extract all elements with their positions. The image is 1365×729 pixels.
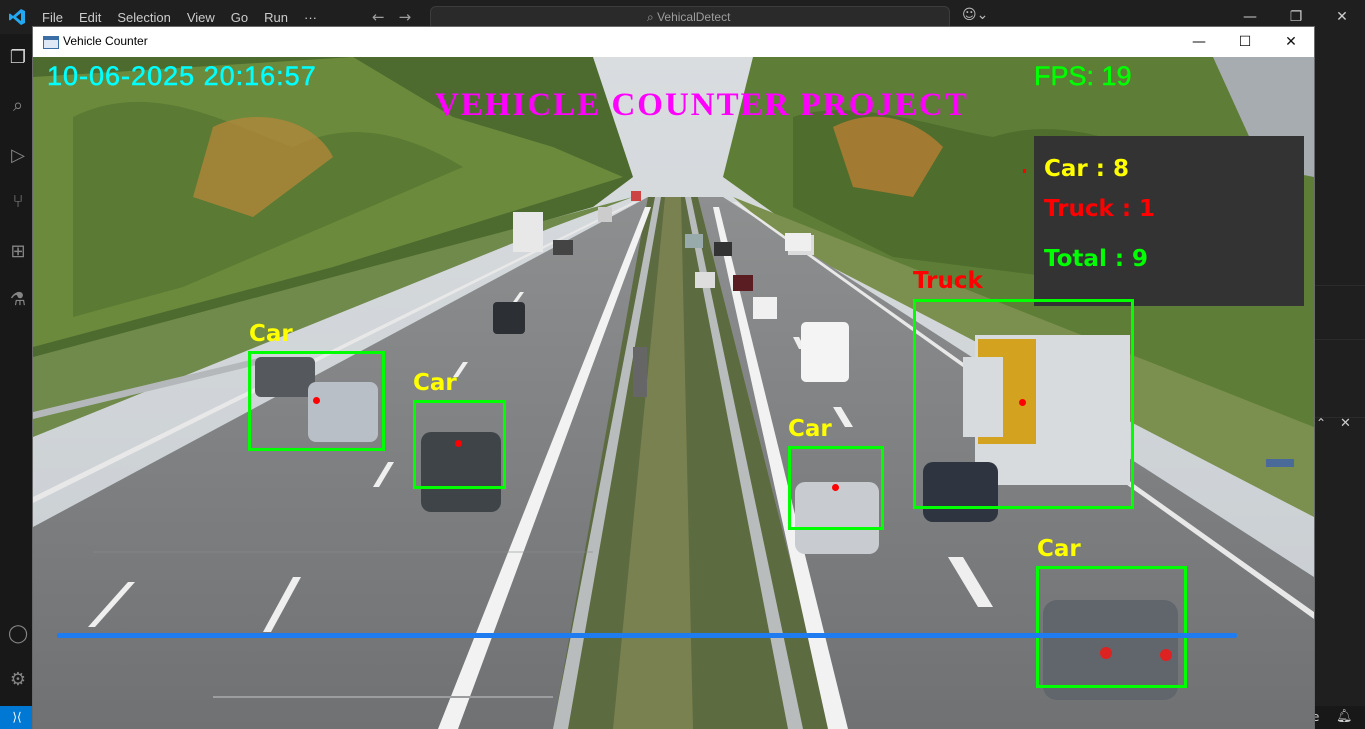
run-debug-icon[interactable]: ▷ [11, 145, 25, 166]
highway-scene [33, 57, 1314, 729]
video-frame: 10-06-2025 20:16:57 FPS: 19 VEHICLE COUN… [33, 57, 1314, 729]
detection-centroid [313, 397, 320, 404]
total-count: Total : 9 [1044, 246, 1149, 272]
history-nav: ←→ [372, 8, 425, 26]
menu-file[interactable]: File [42, 9, 63, 25]
detection-box [248, 351, 385, 451]
menu-bar: File Edit Selection View Go Run ··· [42, 0, 333, 34]
detection-centroid [832, 484, 839, 491]
detection-box [413, 400, 506, 489]
search-view-icon[interactable]: ⌕ [12, 95, 24, 116]
menu-edit[interactable]: Edit [78, 9, 102, 25]
truck-count: Truck : 1 [1044, 196, 1156, 222]
window-app-icon [43, 36, 59, 49]
detection-label: Car [249, 321, 293, 347]
detection-label: Truck [913, 268, 983, 294]
command-center-search[interactable]: ⌕ VehicalDetect [430, 6, 950, 30]
source-control-icon[interactable]: ⑂ [12, 191, 24, 212]
timestamp: 10-06-2025 20:16:57 [47, 61, 317, 92]
window-controls: — ☐ ✕ [1176, 27, 1314, 57]
back-arrow-icon[interactable]: ← [372, 8, 385, 26]
project-title: VEHICLE COUNTER PROJECT [435, 87, 969, 123]
detection-label: Car [413, 370, 457, 396]
vscode-window-controls: — ❐ ✕ [1227, 0, 1365, 34]
minimize-button[interactable]: — [1192, 34, 1206, 50]
detection-label: Car [788, 416, 832, 442]
search-text: VehicalDetect [657, 10, 731, 24]
panel-marker [1023, 169, 1026, 173]
status-text-fragment: e [1312, 710, 1320, 724]
fps-readout: FPS: 19 [1034, 61, 1132, 92]
explorer-icon[interactable]: ❐ [9, 47, 27, 68]
activity-bar: ❐ ⌕ ▷ ⑂ ⊞ ⚗ ◯ ⚙ [0, 34, 34, 706]
vscode-restore-button[interactable]: ❐ [1289, 9, 1303, 25]
menu-go[interactable]: Go [230, 9, 249, 25]
menu-run[interactable]: Run [264, 9, 288, 25]
panel-close-icon[interactable]: ✕ [1340, 416, 1351, 431]
testing-icon[interactable]: ⚗ [9, 289, 27, 310]
maximize-button[interactable]: ☐ [1238, 34, 1252, 50]
manage-gear-icon[interactable]: ⚙ [9, 669, 27, 690]
detection-box [788, 446, 884, 530]
remote-indicator-icon[interactable]: ⟩⟨ [0, 706, 34, 729]
window-title: Vehicle Counter [63, 34, 148, 48]
car-count: Car : 8 [1044, 156, 1129, 182]
search-icon: ⌕ [647, 10, 658, 24]
close-button[interactable]: ✕ [1285, 34, 1297, 50]
menu-more[interactable]: ··· [304, 9, 317, 25]
forward-arrow-icon[interactable]: → [398, 8, 412, 26]
notifications-bell-icon[interactable]: 🔔︎ [1336, 709, 1353, 724]
detection-label: Car [1037, 536, 1081, 562]
extensions-icon[interactable]: ⊞ [10, 241, 26, 262]
editor-edge: ⌃ ✕ [1314, 34, 1365, 706]
vehicle-counter-titlebar: Vehicle Counter — ☐ ✕ [33, 27, 1314, 57]
detection-centroid [1019, 399, 1026, 406]
counting-line [57, 633, 1237, 638]
menu-selection[interactable]: Selection [117, 9, 171, 25]
detection-box [1036, 566, 1187, 688]
detection-box [913, 299, 1134, 509]
vscode-close-button[interactable]: ✕ [1336, 9, 1348, 25]
copilot-icon[interactable]: ☺⌄ [962, 7, 989, 23]
accounts-icon[interactable]: ◯ [8, 623, 29, 644]
menu-view[interactable]: View [186, 9, 215, 25]
vscode-logo-icon [9, 9, 25, 25]
vehicle-counter-window: Vehicle Counter — ☐ ✕ [33, 27, 1314, 729]
panel-chevron-up-icon[interactable]: ⌃ [1316, 416, 1327, 430]
count-panel: Car : 8 Truck : 1 Total : 9 [1034, 136, 1304, 306]
vscode-minimize-button[interactable]: — [1243, 9, 1257, 25]
detection-centroid [455, 440, 462, 447]
